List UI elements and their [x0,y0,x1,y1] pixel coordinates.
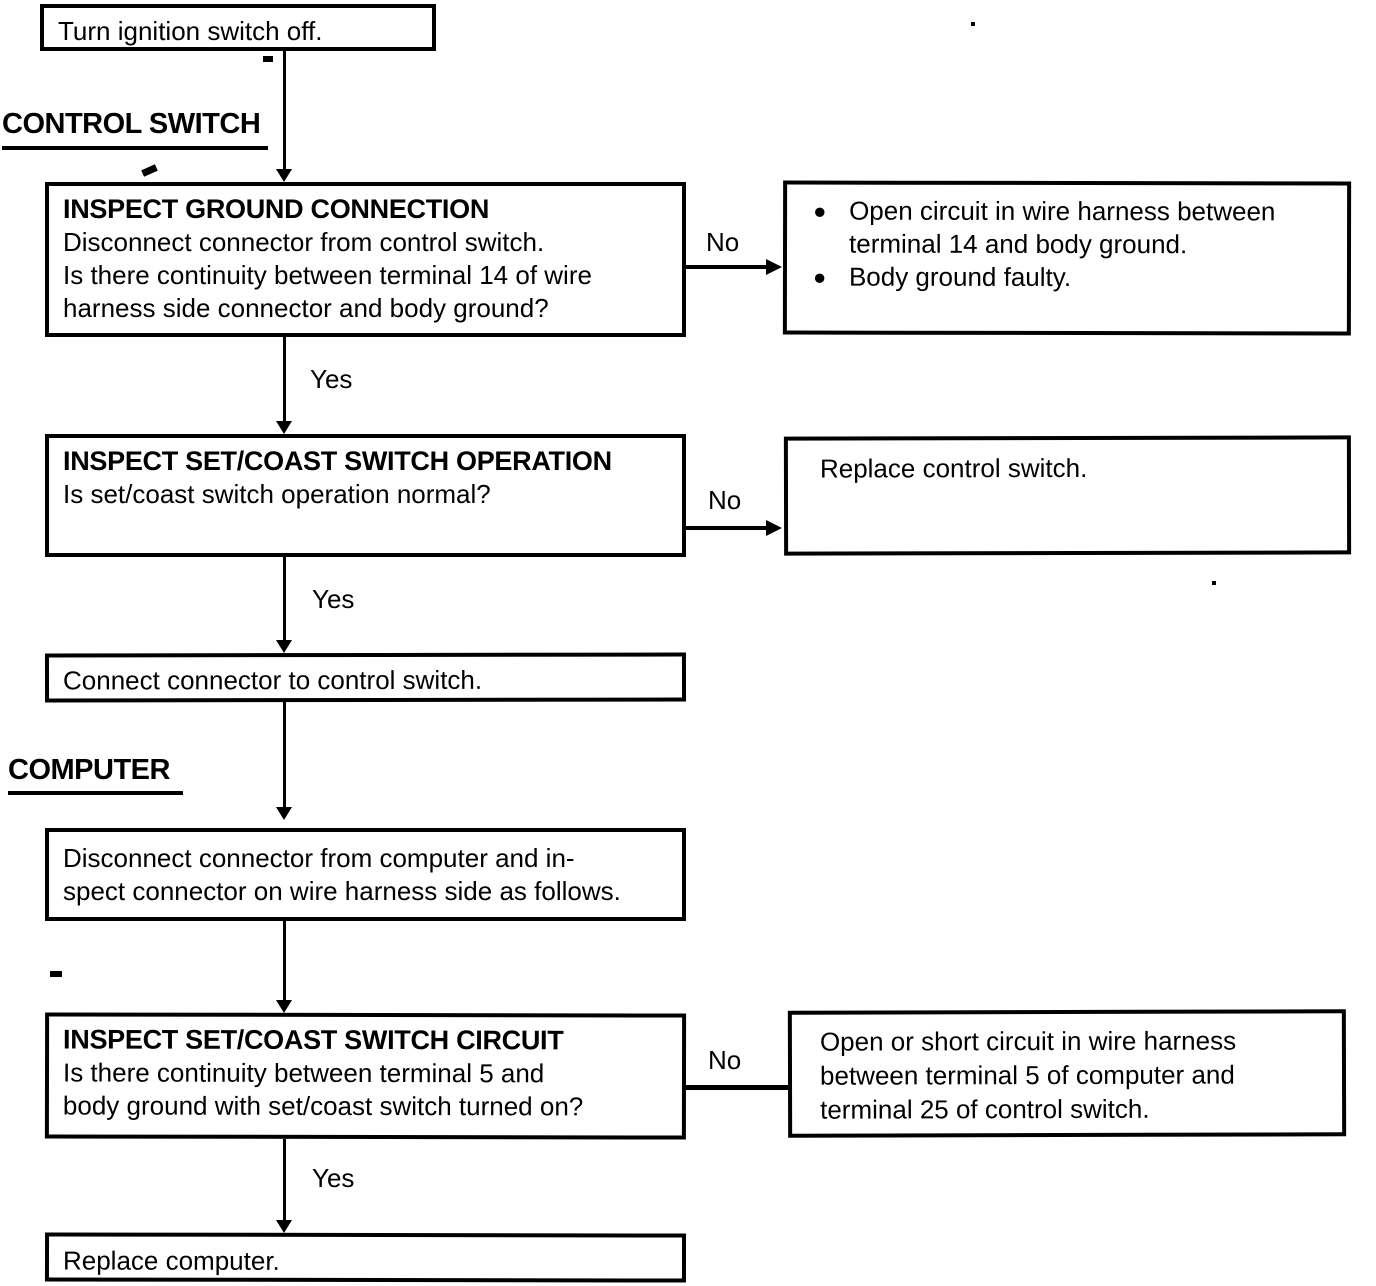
edge-label-no: No [706,227,740,257]
node-connect-connector: Connect connector to control switch. [44,652,687,703]
node-text: Turn ignition switch off. [58,16,323,46]
result-open-short-circuit: Open or short circuit in wire harness be… [787,1009,1347,1138]
scan-artifact [1212,581,1216,585]
down-arrow-icon [276,640,292,653]
down-arrow-icon [276,169,292,182]
result-ground-fault: ● Open circuit in wire harness between t… [782,180,1352,336]
down-arrow-icon [276,807,292,820]
bullet-icon: ● [813,198,827,224]
edge-line [283,702,286,809]
edge-label-yes: Yes [312,1163,355,1193]
node-text: Replace computer. [62,1245,280,1276]
scan-artifact [263,56,273,62]
section-heading-computer: COMPUTER [8,754,170,786]
edge-label-yes: Yes [310,364,353,394]
node-inspect-set-coast-operation: INSPECT SET/COAST SWITCH OPERATION Is se… [45,434,686,557]
edge-label-yes: Yes [312,584,355,614]
scan-artifact [141,164,158,177]
edge-line [283,921,286,1002]
node-text-line: harness side connector and body ground? [63,293,549,323]
node-text-line: Disconnect connector from computer and i… [63,843,575,873]
down-arrow-icon [276,421,292,434]
node-inspect-set-coast-circuit: INSPECT SET/COAST SWITCH CIRCUIT Is ther… [44,1012,687,1140]
node-text-line: Is there continuity between terminal 5 a… [62,1057,545,1089]
node-text-line: terminal 25 of control switch. [820,1093,1150,1125]
edge-label-no: No [708,1045,742,1075]
down-arrow-icon [276,1220,292,1233]
result-replace-control-switch: Replace control switch. [783,435,1352,556]
node-title: INSPECT GROUND CONNECTION [63,194,490,224]
right-arrow-icon [766,520,782,536]
bullet-item: ● Body ground faulty. [813,261,1339,295]
node-text: Connect connector to control switch. [62,664,483,696]
edge-line [283,557,286,642]
node-text-line: Disconnect connector from control switch… [63,227,545,257]
node-title: INSPECT SET/COAST SWITCH OPERATION [63,446,612,476]
node-text-line: Open or short circuit in wire harness [819,1025,1237,1057]
node-title: INSPECT SET/COAST SWITCH CIRCUIT [63,1024,564,1056]
node-text-line: body ground with set/coast switch turned… [62,1090,584,1122]
node-text-line: Is there continuity between terminal 14 … [63,260,592,290]
node-text-line: Is set/coast switch operation normal? [63,479,491,509]
edge-line [683,265,769,269]
node-replace-computer: Replace computer. [44,1232,687,1283]
bullet-text: terminal 14 and body ground. [848,228,1188,260]
node-disconnect-computer: Disconnect connector from computer and i… [45,828,686,921]
node-text-line: between terminal 5 of computer and [819,1059,1235,1091]
right-arrow-icon [766,259,782,275]
edge-line [283,1139,286,1222]
node-text: Replace control switch. [819,452,1088,484]
edge-label-no: No [708,485,742,515]
section-heading-control-switch: CONTROL SWITCH [2,108,261,140]
edge-line [683,526,769,530]
heading-underline [2,146,268,150]
down-arrow-icon [276,1000,292,1013]
bullet-item: terminal 14 and body ground. [813,228,1339,262]
scan-artifact [50,971,62,977]
scan-artifact [971,22,975,26]
node-text-line: spect connector on wire harness side as … [63,876,621,906]
edge-line [283,51,286,171]
bullet-item: ● Open circuit in wire harness between [813,195,1339,229]
heading-underline [8,791,183,795]
bullet-text: Open circuit in wire harness between [849,195,1276,227]
edge-line [283,337,286,423]
node-inspect-ground-connection: INSPECT GROUND CONNECTION Disconnect con… [45,182,686,337]
bullet-text: Body ground faulty. [848,261,1072,293]
bullet-indent [813,228,849,261]
edge-line [686,1085,788,1090]
bullet-icon: ● [812,264,827,290]
node-turn-ignition: Turn ignition switch off. [40,4,436,51]
